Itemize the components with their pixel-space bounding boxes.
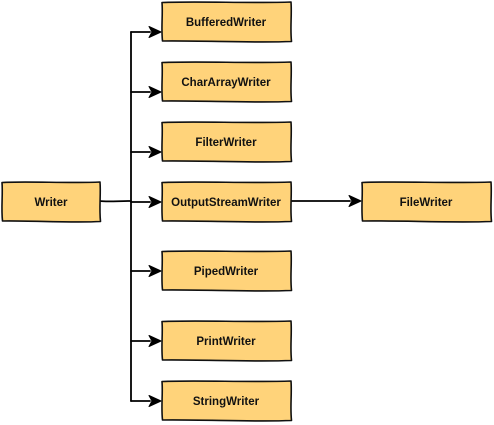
arrowhead-filewriter [348,195,362,207]
connectors [98,26,362,407]
node-pipedwriter-box [161,250,293,292]
node-stringwriter-box [161,380,293,422]
node-writer-label: Writer [34,197,68,209]
node-printwriter-box [161,320,293,362]
arrowhead-pipedwriter [148,265,162,277]
node-writer: Writer [1,181,102,223]
node-filewriter-label: FileWriter [400,197,453,209]
node-chararraywriter: CharArrayWriter [161,61,293,103]
node-outputstreamwriter-box [161,181,293,223]
node-outputstreamwriter-label: OutputStreamWriter [171,197,281,209]
node-pipedwriter-label: PipedWriter [194,266,259,278]
node-chararraywriter-box [161,61,293,103]
arrowhead-printwriter [148,335,162,347]
node-filewriter: FileWriter [361,181,493,223]
node-filewriter-box [361,181,493,223]
node-bufferedwriter-label: BufferedWriter [186,17,267,29]
node-chararraywriter-label: CharArrayWriter [181,77,271,89]
node-outputstreamwriter: OutputStreamWriter [161,181,293,223]
node-printwriter: PrintWriter [161,320,293,362]
node-stringwriter: StringWriter [161,380,293,422]
node-bufferedwriter-box [161,1,293,43]
node-writer-box [1,181,102,223]
node-bufferedwriter: BufferedWriter [161,1,293,43]
trunk-line [129,31,133,402]
arrowhead-stringwriter [148,395,162,407]
node-filterwriter: FilterWriter [161,121,293,163]
arrowhead-filterwriter [148,146,162,158]
node-filterwriter-box [161,121,293,163]
node-printwriter-label: PrintWriter [196,336,256,348]
arrowhead-chararraywriter [148,86,162,98]
node-pipedwriter: PipedWriter [161,250,293,292]
node-stringwriter-label: StringWriter [193,396,260,408]
node-filterwriter-label: FilterWriter [195,137,257,149]
arrowhead-outputstreamwriter [148,196,162,208]
arrowhead-bufferedwriter [148,26,162,38]
